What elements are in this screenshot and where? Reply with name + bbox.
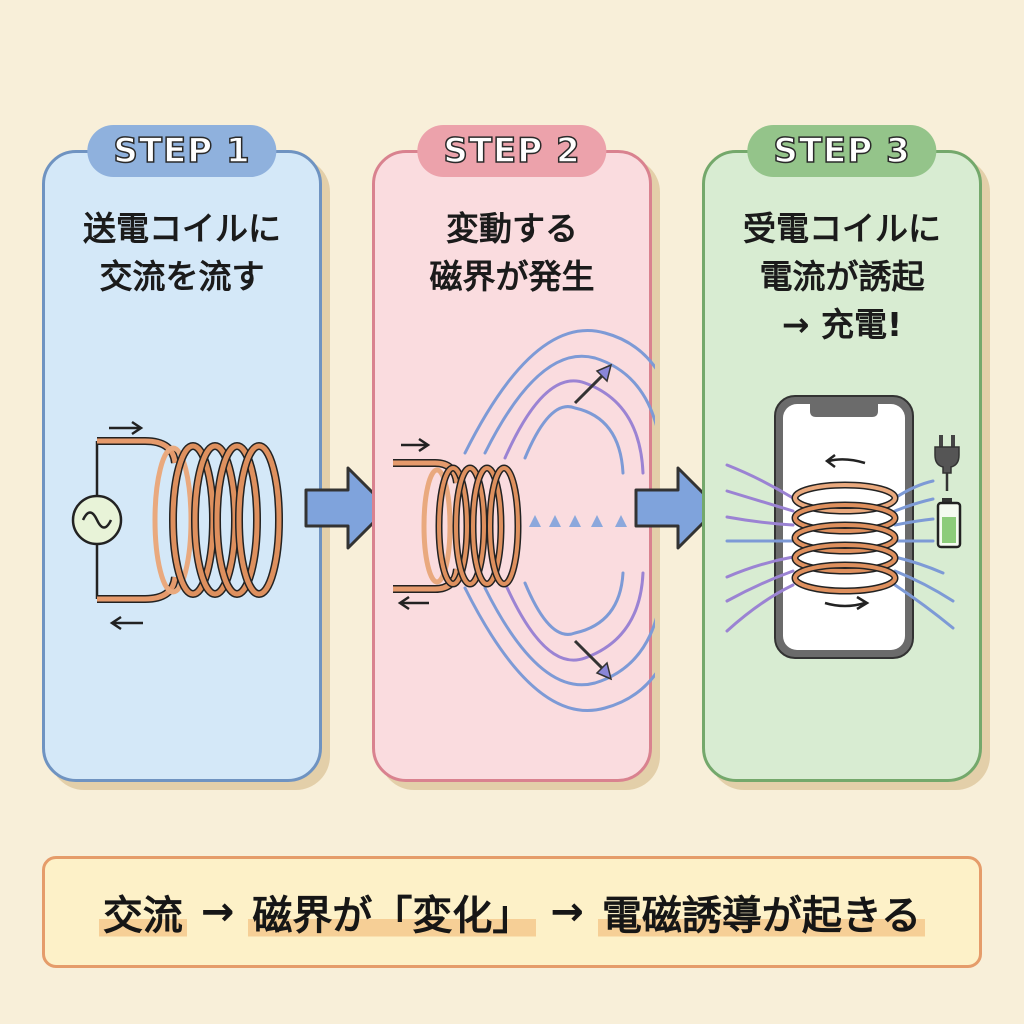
step3-panel: STEP 3 受電コイルに 電流が誘起 → 充電! [702,125,982,782]
step1-panel: STEP 1 送電コイルに 交流を流す [42,125,322,782]
summary-magnetic-field-change: 磁界が「変化」 [248,883,537,941]
ac-source-icon [71,494,123,546]
summary-arrow-1-icon: → [200,889,235,935]
summary-alternating-current: 交流 [98,883,187,941]
induced-current-bottom-arrow-icon [824,595,870,611]
receiver-coil-icon [791,481,899,595]
power-plug-icon [934,435,960,491]
step1-badge: STEP 1 [87,125,277,177]
step2-panel: STEP 2 変動する 磁界が発生 [372,125,655,782]
field-direction-up-arrows-icon [529,515,627,527]
step1-title: 送電コイルに 交流を流す [83,209,281,296]
flow-arrow-1-icon [304,466,390,550]
current-direction-top-arrow-icon [401,437,431,453]
step2-badge: STEP 2 [417,125,607,177]
magnetic-field-lines [463,329,655,712]
induced-current-top-arrow-icon [824,454,866,468]
flow-arrow-2-icon [634,466,720,550]
summary-arrow-2-icon: → [550,889,584,935]
current-direction-bottom-arrow-icon [397,595,429,611]
current-direction-top-arrow-icon [109,420,144,436]
magnetic-field-lines [725,463,955,633]
step3-title: 受電コイルに 電流が誘起 → 充電! [743,209,941,344]
battery-charging-icon [936,498,962,549]
summary-banner: 交流 → 磁界が「変化」 → 電磁誘導が起きる [42,856,982,968]
receiver-illustration [725,395,962,659]
step3-badge: STEP 3 [747,125,937,177]
step2-title: 変動する 磁界が発生 [429,209,595,296]
radiating-arrow-up-icon [573,363,613,405]
summary-induction: 電磁誘導が起きる [597,883,926,941]
transmitter-coil-illustration [71,420,283,631]
copper-coil-icon [421,464,522,588]
magnetic-field-illustration [393,329,655,712]
radiating-arrow-down-icon [573,639,613,681]
copper-coil-icon [152,442,283,598]
current-direction-bottom-arrow-icon [109,615,143,631]
